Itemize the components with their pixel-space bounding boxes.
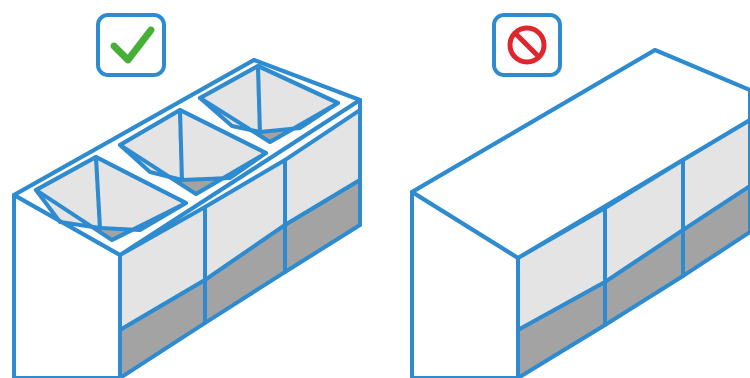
front-face-bays xyxy=(118,98,362,378)
top-face-edge xyxy=(410,48,750,194)
cell-2-rim xyxy=(118,108,268,196)
cell-1-rim xyxy=(34,155,188,242)
cell-3-rim xyxy=(198,64,340,144)
checkmark-badge xyxy=(96,13,166,77)
checkmark-icon xyxy=(110,26,155,64)
open-cell-3 xyxy=(198,64,340,144)
incorrect-panel xyxy=(410,13,750,378)
front-face-bays xyxy=(516,118,750,378)
block-top-face xyxy=(12,58,362,257)
open-cell-1 xyxy=(34,155,188,242)
prohibited-badge-frame xyxy=(492,13,562,77)
open-cell-2 xyxy=(118,108,268,196)
correct-panel xyxy=(12,13,362,378)
checkmark-badge-frame xyxy=(96,13,166,77)
top-front-edge xyxy=(410,118,750,260)
prohibited-badge xyxy=(492,13,562,77)
top-face-edge xyxy=(12,58,362,257)
prohibited-icon xyxy=(507,25,547,65)
